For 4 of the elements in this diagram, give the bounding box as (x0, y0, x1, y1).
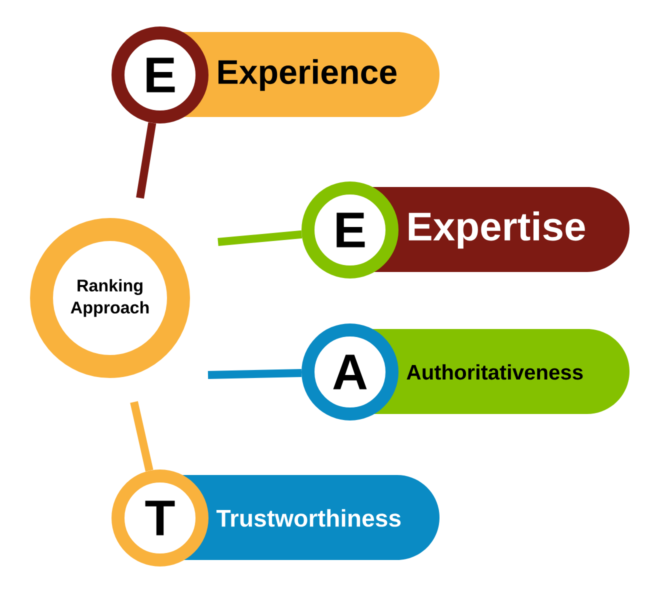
connector-line (136, 122, 156, 199)
connector-line (218, 230, 302, 246)
connector-line (130, 401, 154, 472)
connector-line (208, 369, 302, 379)
